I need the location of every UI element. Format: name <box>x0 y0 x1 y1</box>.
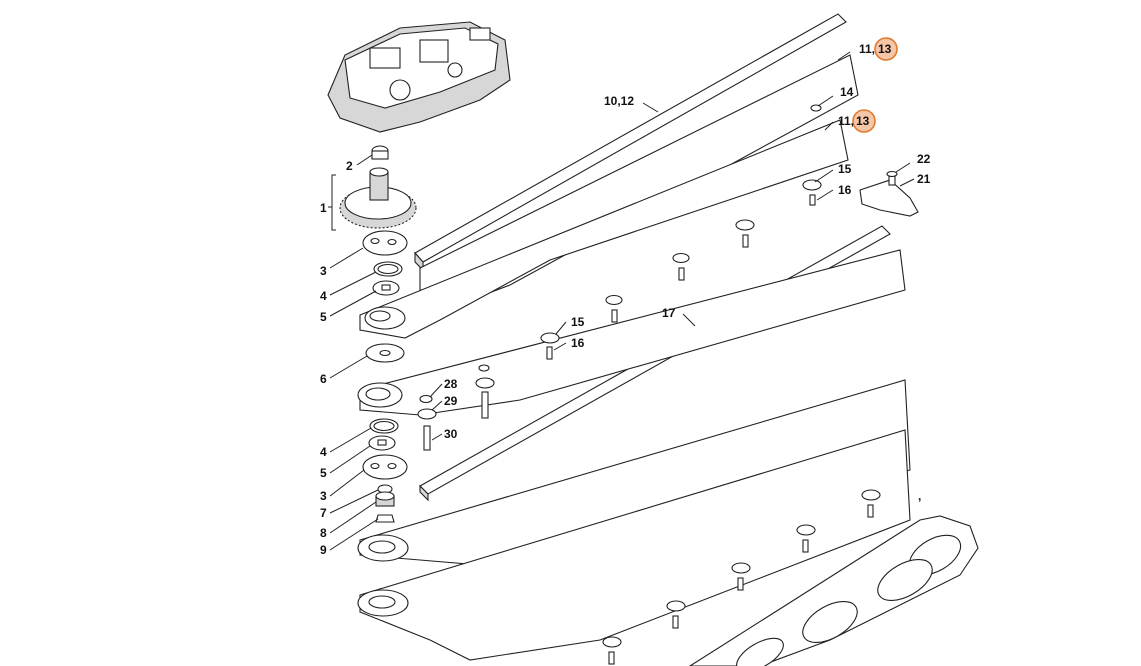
callout-7: 7 <box>320 506 327 520</box>
callout-4-top: 4 <box>320 289 327 303</box>
left-stack-parts <box>362 230 408 523</box>
callout-11-top: 11, <box>859 42 875 56</box>
callout-13-top[interactable]: 13 <box>878 42 892 56</box>
middle-blade-pair <box>357 249 906 416</box>
callout-14: 14 <box>840 85 854 99</box>
callout-4-bottom: 4 <box>320 445 327 459</box>
callout-3-bottom: 3 <box>320 489 327 503</box>
callout-10-12: 10,12 <box>604 94 634 108</box>
leader-lines <box>328 51 915 551</box>
callout-comma: , <box>918 489 921 503</box>
callout-29: 29 <box>444 394 458 408</box>
callout-9: 9 <box>320 543 327 557</box>
blade-guard <box>688 515 979 666</box>
callout-6: 6 <box>320 372 327 386</box>
callout-15-middle: 15 <box>571 315 585 329</box>
callout-13-middle[interactable]: 13 <box>856 114 870 128</box>
blade-bar-top <box>414 13 847 272</box>
callout-21: 21 <box>917 172 931 186</box>
callout-22: 22 <box>917 152 931 166</box>
callout-3-top: 3 <box>320 264 327 278</box>
callout-5-bottom: 5 <box>320 466 327 480</box>
mount-bracket <box>859 170 919 217</box>
callout-8: 8 <box>320 526 327 540</box>
callout-30: 30 <box>444 427 458 441</box>
callout-28: 28 <box>444 377 458 391</box>
callout-1: 1 <box>320 201 327 215</box>
highlight-circle-13-top[interactable] <box>874 37 898 61</box>
upper-blade-pair <box>359 54 859 339</box>
callout-16-middle: 16 <box>571 336 585 350</box>
callout-5-top: 5 <box>320 310 327 324</box>
callout-2: 2 <box>346 159 353 173</box>
gear-housing <box>327 21 511 133</box>
callout-11-middle: 11, <box>838 114 854 128</box>
fasteners <box>417 104 881 665</box>
callout-17: 17 <box>662 306 676 320</box>
callout-16-right: 16 <box>838 183 852 197</box>
highlight-circle-13-middle[interactable] <box>852 109 876 133</box>
gear-wheel <box>339 145 417 229</box>
callout-15-right: 15 <box>838 162 852 176</box>
lower-blade-pair <box>357 379 911 661</box>
